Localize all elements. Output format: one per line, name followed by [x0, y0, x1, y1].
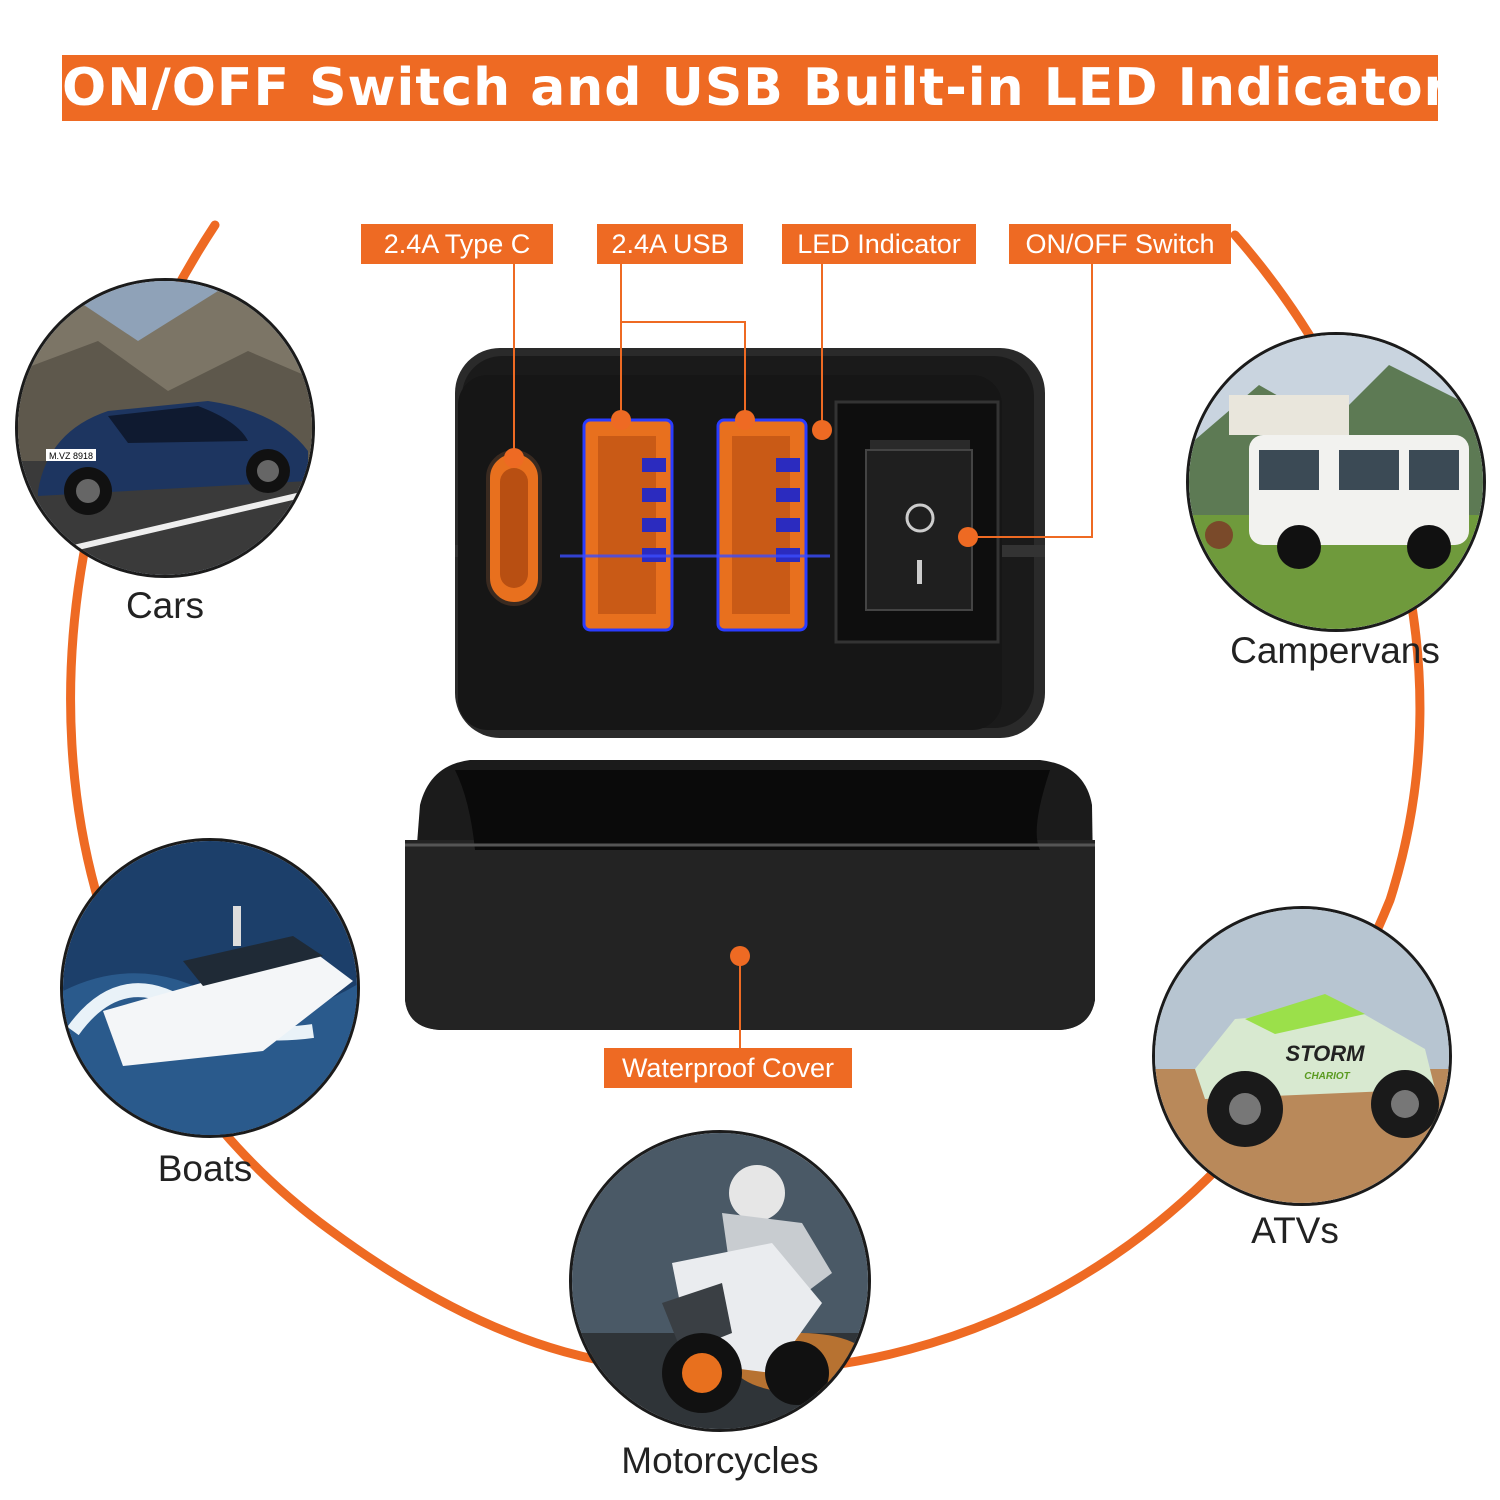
atvs-image: STORM CHARIOT: [1152, 906, 1452, 1206]
callout-switch: ON/OFF Switch: [1009, 224, 1231, 264]
charger-device: [405, 348, 1095, 1030]
car-icon: M.VZ 8918: [18, 281, 312, 575]
boats-image: [60, 838, 360, 1138]
atv-icon: STORM CHARIOT: [1155, 909, 1449, 1203]
motorcycle-icon: [572, 1133, 868, 1429]
callout-usb: 2.4A USB: [597, 224, 743, 264]
label-cars: Cars: [125, 585, 205, 626]
page-title: ON/OFF Switch and USB Built-in LED Indic…: [62, 58, 1451, 118]
car-plate: M.VZ 8918: [49, 451, 93, 461]
campervans-image: [1186, 332, 1486, 632]
label-campervans: Campervans: [1230, 630, 1440, 671]
callout-cover: Waterproof Cover: [604, 1048, 852, 1088]
title-banner: [62, 55, 1438, 121]
campervan-icon: [1189, 335, 1483, 629]
cars-image: M.VZ 8918: [15, 278, 315, 578]
callout-type-c: 2.4A Type C: [361, 224, 553, 264]
label-atvs: ATVs: [1251, 1210, 1339, 1251]
atv-brand-sub: CHARIOT: [1304, 1071, 1350, 1082]
callout-led: LED Indicator: [782, 224, 976, 264]
motorcycles-image: [569, 1130, 871, 1432]
atv-brand: STORM: [1285, 1041, 1365, 1066]
label-motorcycles: Motorcycles: [621, 1440, 819, 1481]
label-boats: Boats: [157, 1148, 253, 1189]
boat-icon: [63, 841, 357, 1135]
